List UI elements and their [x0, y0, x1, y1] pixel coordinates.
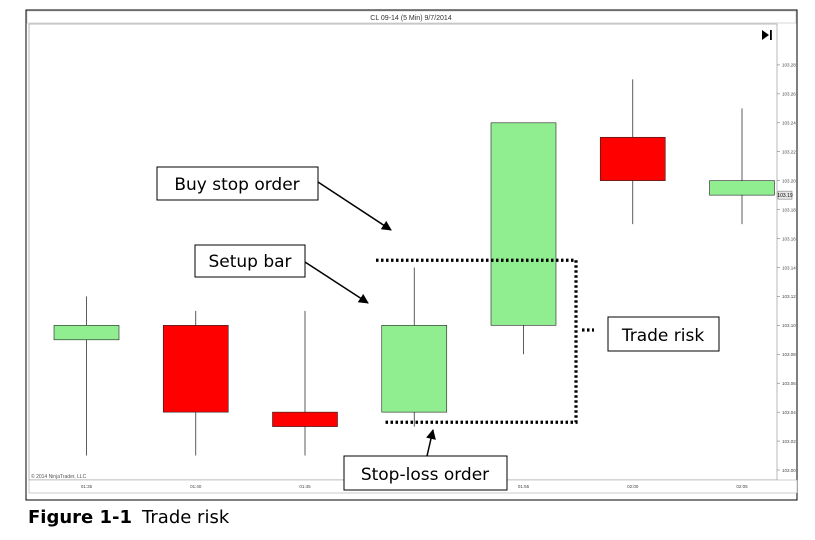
x-tick-label: 01:40 — [190, 484, 202, 489]
buy-stop-label: Buy stop order — [156, 166, 319, 201]
x-tick-label: 02:05 — [736, 484, 748, 489]
figure-caption: Figure 1-1 Trade risk — [28, 507, 229, 528]
candle-body — [272, 411, 338, 427]
y-tick-label: 103.16 — [782, 236, 796, 241]
last-price-marker: 103.19 — [777, 190, 793, 200]
y-tick-label: 103.00 — [782, 468, 796, 473]
trade-risk-lines — [376, 258, 594, 424]
candle-body — [599, 136, 666, 181]
y-tick-label: 103.04 — [782, 410, 796, 415]
y-tick-label: 103.08 — [782, 352, 796, 357]
title-bar — [26, 10, 797, 24]
x-tick-label: 01:45 — [299, 484, 311, 489]
candle-body — [490, 122, 557, 326]
y-tick-label: 103.28 — [782, 63, 796, 68]
trade-risk-label: Trade risk — [607, 316, 720, 352]
candle — [490, 122, 557, 355]
setup-bar-label: Setup bar — [194, 244, 306, 278]
y-tick-label: 103.10 — [782, 323, 796, 328]
y-axis: 103.00 103.02 103.04 103.06 103.08 103.10 103.… — [777, 63, 796, 473]
figure-text: Trade risk — [142, 507, 230, 528]
x-tick-label: 01:35 — [81, 484, 93, 489]
svg-text:Stop-loss order: Stop-loss order — [361, 465, 489, 485]
buy-stop-arrow — [317, 181, 392, 231]
y-tick-label: 103.14 — [782, 265, 796, 270]
svg-text:Setup bar: Setup bar — [208, 252, 291, 272]
candle-body — [709, 180, 775, 196]
candle — [53, 296, 120, 456]
candle — [381, 267, 448, 427]
chart-title: CL 09-14 (5 Min) 9/7/2014 — [370, 15, 452, 22]
y-tick-label: 103.20 — [782, 178, 796, 183]
setup-bar-arrow — [304, 261, 369, 304]
candle — [709, 108, 775, 225]
scroll-end-icon[interactable] — [762, 30, 772, 40]
candle — [599, 79, 666, 225]
svg-text:Trade risk: Trade risk — [621, 326, 705, 346]
y-tick-label: 103.12 — [782, 294, 796, 299]
x-tick-label: 01:55 — [518, 484, 530, 489]
candle-body — [53, 325, 120, 341]
y-tick-label: 103.02 — [782, 439, 796, 444]
x-tick-label: 02:00 — [627, 484, 639, 489]
candles — [53, 79, 775, 456]
svg-text:Buy stop order: Buy stop order — [174, 175, 299, 195]
y-tick-label: 103.18 — [782, 207, 796, 212]
y-tick-label: 103.22 — [782, 150, 796, 155]
candle-body — [162, 325, 229, 413]
y-tick-label: 103.24 — [782, 121, 796, 126]
chart-frame — [25, 9, 798, 501]
y-tick-label: 103.06 — [782, 381, 796, 386]
stop-loss-label: Stop-loss order — [343, 455, 508, 491]
candle-body — [381, 325, 448, 413]
candle — [272, 310, 338, 456]
candle — [162, 310, 229, 456]
stop-loss-arrow — [426, 429, 436, 457]
svg-text:103.19: 103.19 — [777, 193, 793, 199]
figure-number: Figure 1-1 — [28, 507, 133, 528]
copyright-label: © 2014 NinjaTrader, LLC — [31, 473, 87, 480]
trade-risk-bracket — [376, 258, 578, 424]
y-tick-label: 103.26 — [782, 92, 796, 97]
